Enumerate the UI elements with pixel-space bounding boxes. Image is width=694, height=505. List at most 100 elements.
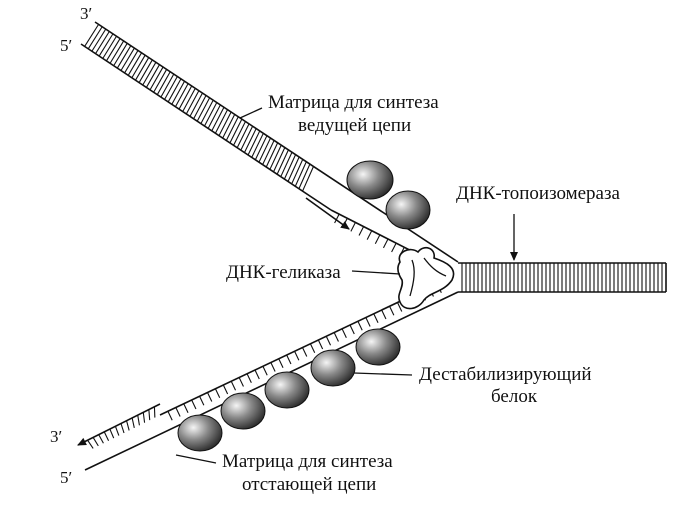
base-pair-rung: [218, 111, 232, 137]
base-pair-rung: [145, 64, 160, 88]
base-pair-rung: [148, 409, 151, 421]
bottom-3prime-end: 3′: [50, 427, 62, 446]
base-tick: [294, 351, 300, 361]
base-pair-rung: [261, 140, 275, 166]
ssb-label-line2: белок: [491, 386, 538, 407]
base-tick: [191, 399, 197, 410]
leader-lines: [175, 107, 518, 464]
base-tick: [381, 309, 387, 320]
base-pair-rung: [98, 434, 104, 444]
base-pair-rung: [265, 142, 279, 168]
base-pair-rung: [254, 135, 268, 161]
base-pair-rung: [95, 31, 110, 54]
base-pair-rung: [84, 24, 100, 47]
base-tick: [357, 321, 363, 331]
base-tick: [238, 377, 244, 387]
base-tick: [389, 306, 395, 316]
base-tick: [222, 384, 229, 395]
base-tick: [325, 336, 332, 346]
base-pair-rung: [222, 114, 236, 139]
lagging-template-leader: [175, 454, 217, 464]
base-pair-rung: [196, 97, 211, 122]
base-tick: [230, 381, 237, 391]
base-pair-rung: [109, 40, 125, 64]
base-pair-rung: [200, 99, 214, 125]
base-pair-rung: [214, 109, 228, 134]
topoisomerase-label: ДНК-топоизомераза: [456, 183, 620, 204]
parental-duplex: [458, 262, 667, 293]
base-pair-rung: [116, 45, 132, 69]
base-tick: [317, 339, 324, 350]
base-tick: [373, 313, 379, 324]
base-pair-rung: [171, 81, 185, 105]
ssb-label-line1: Дестабилизирующий: [419, 364, 592, 385]
parental-base-pairs: [461, 263, 663, 292]
base-tick: [365, 317, 371, 327]
base-pair-rung: [247, 130, 261, 156]
okazaki-base-pairs: [87, 406, 156, 449]
base-pair-rung: [87, 439, 94, 449]
base-pair-rung: [103, 431, 110, 441]
base-pair-rung: [138, 59, 153, 83]
base-tick: [199, 396, 205, 406]
base-tick: [349, 324, 355, 335]
base-pair-rung: [182, 88, 196, 113]
base-tick: [302, 347, 308, 357]
base-pair-rung: [211, 107, 225, 132]
ssb-protein: [264, 371, 310, 409]
base-pair-rung: [283, 154, 297, 180]
base-tick: [366, 230, 373, 240]
base-tick: [382, 238, 389, 249]
base-pair-rung: [232, 121, 246, 146]
base-pair-rung: [207, 104, 221, 129]
base-pair-rung: [142, 412, 146, 423]
ssb-protein: [177, 414, 223, 452]
base-tick: [246, 373, 252, 384]
base-pair-rung: [272, 147, 286, 173]
base-pair-rung: [137, 415, 140, 426]
base-pair-rung: [153, 69, 168, 93]
base-tick: [333, 332, 339, 342]
base-pair-rung: [109, 428, 115, 439]
base-pair-rung: [294, 161, 307, 187]
base-pair-rung: [269, 145, 282, 171]
leading-template-label-line1: Матрица для синтеза: [268, 92, 439, 113]
base-pair-rung: [174, 83, 189, 108]
helicase-inner-line: [423, 257, 447, 277]
base-pair-rung: [280, 152, 293, 178]
base-pair-rung: [189, 92, 203, 117]
base-pair-rung: [290, 159, 304, 185]
base-tick: [374, 234, 381, 245]
base-tick: [278, 358, 284, 369]
ssb-protein: [346, 160, 394, 200]
base-pair-rung: [287, 156, 300, 183]
ssb-protein: [220, 392, 266, 430]
bottom-5prime-end: 5′: [60, 468, 72, 487]
base-pair-rung: [149, 66, 164, 91]
base-pair-rung: [113, 43, 128, 67]
base-pair-rung: [131, 417, 135, 428]
base-pair-rung: [105, 38, 121, 62]
base-pair-rung: [225, 116, 239, 142]
base-pair-rung: [92, 437, 99, 447]
base-tick: [391, 242, 397, 253]
base-tick: [262, 366, 268, 376]
base-tick: [334, 213, 340, 224]
top-5prime-end: 5′: [60, 36, 72, 55]
base-pair-rung: [160, 73, 175, 98]
base-pair-rung: [203, 102, 218, 127]
base-pair-rung: [258, 137, 271, 163]
okazaki-fragment-strand: [77, 403, 161, 446]
base-pair-rung: [156, 71, 171, 96]
ssb-protein: [310, 349, 356, 387]
ssb-protein: [355, 328, 401, 366]
helicase-shape: [397, 246, 455, 310]
base-pair-rung: [126, 420, 130, 431]
base-pair-rung: [134, 57, 150, 81]
base-pair-rung: [229, 118, 243, 144]
base-tick: [214, 388, 221, 399]
lagging-template-label-line2: отстающей цепи: [242, 474, 376, 495]
base-tick: [286, 354, 292, 365]
base-pair-rung: [243, 128, 257, 154]
base-tick: [270, 362, 276, 372]
